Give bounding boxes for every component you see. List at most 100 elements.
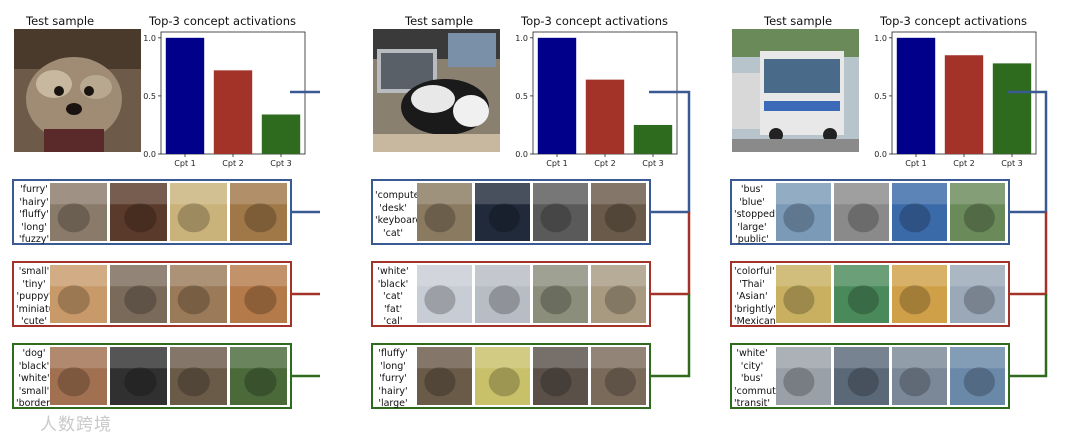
concept-word: 'transit' (734, 398, 771, 409)
bar-2 (213, 70, 253, 154)
concept-word: 'border' (16, 398, 53, 409)
bar-2 (585, 79, 625, 154)
x-tick-label: Cpt 3 (270, 159, 291, 168)
photo-icon (591, 265, 646, 323)
photo-icon (230, 265, 287, 323)
photo-icon (776, 265, 831, 323)
test-sample-photo (14, 29, 141, 152)
example-image (834, 347, 889, 405)
concept-word: 'long' (380, 360, 406, 372)
photo-icon (834, 347, 889, 405)
chart-title: Top-3 concept activations (149, 14, 296, 28)
example-images (776, 183, 1005, 241)
cat-on-laptop-photo-icon (373, 29, 500, 152)
example-image (591, 265, 646, 323)
example-image (475, 347, 530, 405)
concept-word: 'cute' (20, 316, 48, 327)
x-tick-label: Cpt 1 (905, 159, 926, 168)
test-sample-title: Test sample (764, 14, 833, 28)
photo-icon (170, 347, 227, 405)
concept-word: 'colorful' (734, 266, 775, 277)
photo-icon (50, 347, 107, 405)
concept-word: 'blue' (739, 196, 765, 208)
photo-icon (533, 347, 588, 405)
concept-word: 'brightly' (734, 303, 776, 315)
photo-icon (170, 265, 227, 323)
concept-word: 'public' (735, 234, 769, 245)
concept-1-group: 'bus' 'blue' 'stopped' 'large' 'public' (730, 179, 1010, 245)
example-images (417, 183, 646, 241)
example-image (950, 347, 1005, 405)
photo-icon (776, 347, 831, 405)
concept-word: 'stopped' (734, 209, 778, 220)
concept-2-group: 'colorful' 'Thai' 'Asian' 'brightly' 'Me… (730, 261, 1010, 327)
concept-word: 'fluffy' (378, 348, 408, 359)
example-image (892, 183, 947, 241)
example-image (776, 265, 831, 323)
concept-word: 'white' (18, 373, 50, 384)
y-tick-label: 1.0 (874, 34, 887, 43)
watermark-text: 人数跨境 (40, 415, 112, 435)
example-image (892, 347, 947, 405)
example-image (776, 347, 831, 405)
concept-words: 'dog' 'black' 'white' 'small' 'border' (16, 348, 53, 411)
concept-word: 'commuter' (734, 385, 789, 397)
x-tick-label: Cpt 1 (546, 159, 567, 168)
example-image (170, 265, 227, 323)
photo-icon (776, 183, 831, 241)
concept-words: 'white' 'city' 'bus' 'commuter' 'transit… (734, 348, 789, 411)
concept-word: 'computer' (375, 190, 427, 201)
concept-word: 'white' (377, 266, 409, 277)
concept-word: 'miniature' (16, 303, 67, 315)
photo-icon (591, 347, 646, 405)
photo-icon (950, 347, 1005, 405)
example-image (950, 183, 1005, 241)
photo-icon (591, 183, 646, 241)
panel-3: Test sample Top-3 concept activations 0.… (718, 0, 1048, 437)
example-image (110, 183, 167, 241)
y-tick-label: 0.5 (874, 92, 887, 101)
concept-word: 'furry' (20, 184, 48, 195)
concept-word: 'white' (736, 348, 768, 359)
photo-icon (110, 183, 167, 241)
photo-icon (533, 265, 588, 323)
example-image (50, 347, 107, 405)
example-image (50, 265, 107, 323)
bus-photo-icon (732, 29, 859, 152)
concept-2-group: 'small' 'tiny' 'puppy' 'miniature' 'cute… (12, 261, 292, 327)
photo-icon (417, 347, 472, 405)
concept-2-group: 'white' 'black' 'cat' 'fat' 'cal' (371, 261, 651, 327)
concept-word: 'furry' (379, 373, 407, 384)
chart-title: Top-3 concept activations (521, 14, 668, 28)
concept-word: 'large' (737, 221, 767, 233)
chart-title: Top-3 concept activations (880, 14, 1027, 28)
x-tick-label: Cpt 2 (594, 159, 615, 168)
y-tick-label: 0.5 (143, 92, 156, 101)
concept-word: 'keyboard' (375, 215, 425, 226)
y-tick-label: 0.0 (515, 150, 528, 159)
concept-word: 'long' (21, 221, 47, 233)
test-sample-photo (373, 29, 500, 152)
example-image (170, 183, 227, 241)
example-images (776, 347, 1005, 405)
example-image (230, 265, 287, 323)
photo-icon (230, 347, 287, 405)
concept-word: 'Mexican' (734, 316, 779, 327)
concept-words: 'fluffy' 'long' 'furry' 'hairy' 'large' (375, 348, 411, 411)
concept-word: 'small' (18, 385, 50, 397)
bar-1 (896, 37, 936, 154)
example-image (834, 183, 889, 241)
photo-icon (417, 265, 472, 323)
test-sample-title: Test sample (405, 14, 474, 28)
concept-1-group: 'computer' 'desk' 'keyboard' 'cat' (371, 179, 651, 245)
example-image (110, 265, 167, 323)
concept-word: 'black' (18, 360, 50, 372)
x-tick-label: Cpt 3 (1001, 159, 1022, 168)
photo-icon (417, 183, 472, 241)
concept-word: 'fat' (383, 303, 403, 315)
concept-1-group: 'furry' 'hairy' 'fluffy' 'long' 'fuzzy' (12, 179, 292, 245)
concept-word: 'desk' (379, 202, 407, 214)
concept-3-group: 'fluffy' 'long' 'furry' 'hairy' 'large' (371, 343, 651, 409)
